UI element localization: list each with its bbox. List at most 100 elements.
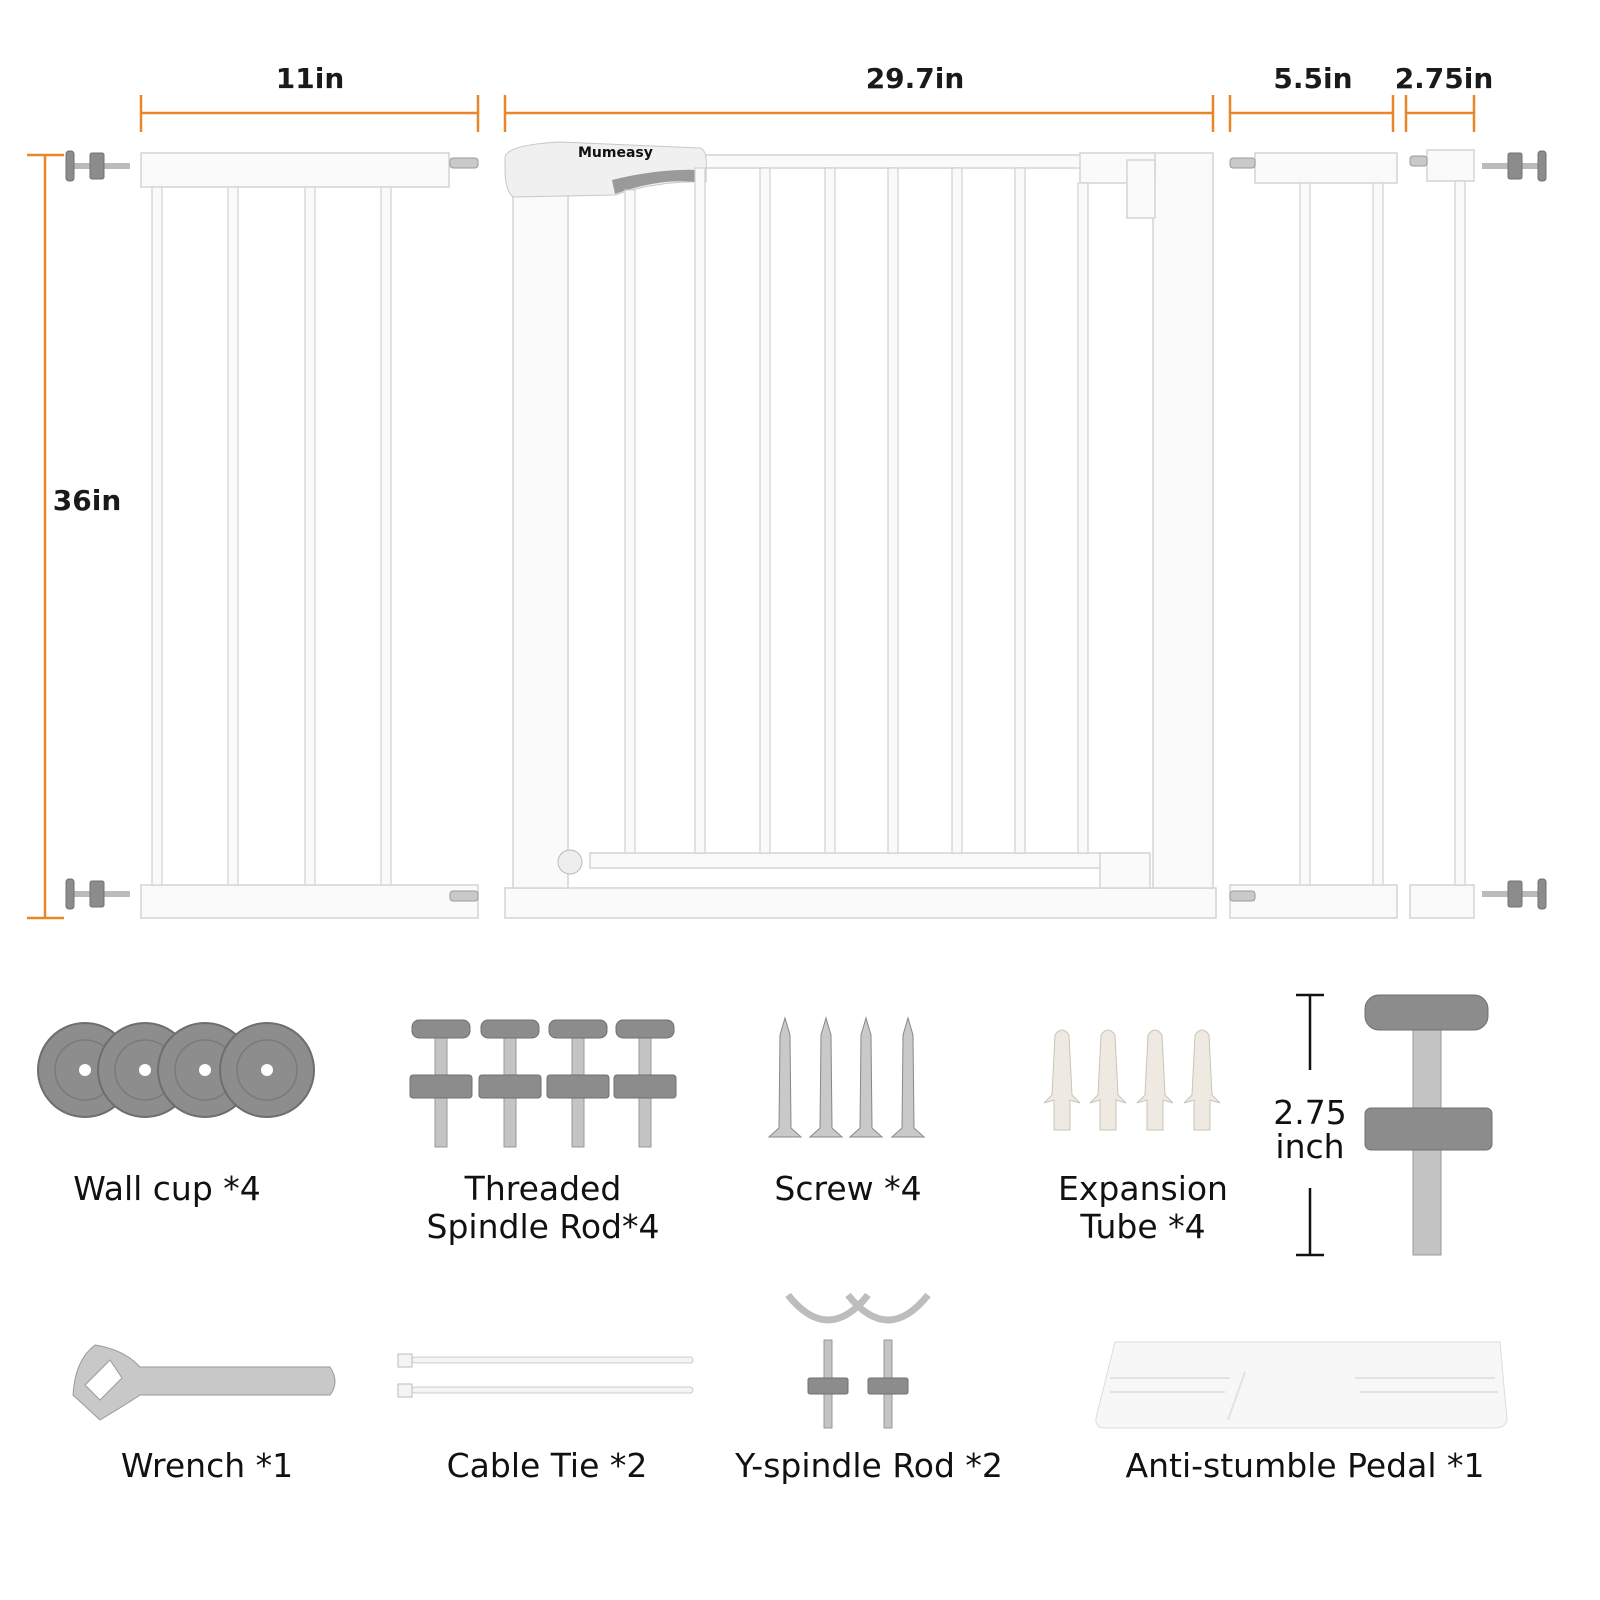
screw-icon	[890, 1016, 926, 1138]
gate-bar	[304, 186, 316, 886]
wall-cup-hole	[139, 1064, 151, 1076]
main-gate: Mumeasy	[504, 141, 1217, 919]
rod-nut	[613, 1074, 677, 1099]
gate-left-post	[512, 189, 569, 889]
extension-pin	[449, 890, 479, 902]
extension-bottom-bar	[1229, 884, 1398, 919]
y-rod-nut	[867, 1377, 909, 1395]
bolt-nut	[1507, 152, 1523, 180]
rod-cap	[615, 1019, 675, 1039]
label-expansion-1: Expansion	[1058, 1169, 1228, 1208]
gate-bar	[151, 186, 163, 886]
gate-bar	[759, 167, 771, 854]
bolt-cap	[65, 878, 75, 910]
rod-nut	[546, 1074, 610, 1099]
wrench-icon	[72, 1344, 336, 1421]
dim-label-29-7in: 29.7in	[866, 62, 965, 95]
label-threaded-rod-2: Spindle Rod*4	[427, 1207, 660, 1246]
gate-bar	[1454, 180, 1466, 886]
cable-tie-head	[397, 1383, 413, 1398]
bolt-dimension-line	[1296, 993, 1324, 1257]
bolt-nut	[89, 880, 105, 908]
bolt-length-unit: inch	[1275, 1127, 1344, 1166]
dim-label-36in: 36in	[53, 484, 122, 517]
gate-bar	[1014, 167, 1026, 854]
extension-top-bar	[140, 152, 450, 188]
expansion-tube-icon	[1043, 1029, 1081, 1131]
label-wall-cup: Wall cup *4	[73, 1169, 261, 1208]
dim-label-11in: 11in	[276, 62, 345, 95]
bolt-nut	[1507, 880, 1523, 908]
extension-bottom-bar	[1409, 884, 1475, 919]
label-y-spindle: Y-spindle Rod *2	[734, 1446, 1003, 1485]
extension-top-bar	[1254, 152, 1398, 184]
label-screw: Screw *4	[774, 1169, 921, 1208]
extension-bottom-bar	[140, 884, 479, 919]
y-spindle-rods	[785, 1292, 931, 1429]
wall-cup-hole	[261, 1064, 273, 1076]
screw-icon	[767, 1016, 803, 1138]
dim-label-5-5in: 5.5in	[1273, 62, 1352, 95]
bolt-cap	[1537, 878, 1547, 910]
label-wrench: Wrench *1	[121, 1446, 293, 1485]
gate-bar	[380, 186, 392, 886]
dim-line-2-75in	[1404, 95, 1476, 132]
wall-bolts	[65, 150, 1547, 910]
gate-bars	[151, 167, 1466, 886]
gate-right-post	[1152, 152, 1214, 889]
dim-label-2-75in: 2.75in	[1395, 62, 1494, 95]
wall-cups	[37, 1022, 315, 1118]
bolt-cap	[1537, 150, 1547, 182]
door-latch-top	[1126, 159, 1156, 219]
part-labels: Wall cup *4 Threaded Spindle Rod*4 Screw…	[73, 1169, 1484, 1485]
extension-pin	[1409, 155, 1428, 167]
expansion-tubes	[1043, 1029, 1221, 1131]
extension-pin	[449, 157, 479, 169]
pedal-texture	[1110, 1371, 1498, 1421]
rod-cap	[411, 1019, 471, 1039]
extension-11in	[140, 152, 479, 919]
gate-bar	[1372, 182, 1384, 886]
door-bottom-rail	[589, 852, 1146, 869]
expansion-tube-icon	[1183, 1029, 1221, 1131]
label-expansion-2: Tube *4	[1079, 1207, 1205, 1246]
screws	[767, 1016, 926, 1138]
gate-bar	[694, 167, 706, 854]
wall-cup-hole	[199, 1064, 211, 1076]
label-cable-tie: Cable Tie *2	[447, 1446, 648, 1485]
expansion-tube-icon	[1136, 1029, 1174, 1131]
wall-cup-hole	[79, 1064, 91, 1076]
rod-nut	[478, 1074, 542, 1099]
dimension-lines: 11in 29.7in 5.5in 2.75in 36in	[27, 62, 1494, 920]
bolt-nut	[1364, 1107, 1493, 1151]
gate-bar	[1077, 182, 1089, 854]
cable-ties	[397, 1353, 694, 1398]
extension-5-5in	[1229, 152, 1398, 919]
screw-icon	[808, 1016, 844, 1138]
bolt-cap	[65, 150, 75, 182]
y-rod-nut	[807, 1377, 849, 1395]
anti-stumble-pedal	[1095, 1341, 1508, 1429]
cable-tie-head	[397, 1353, 413, 1368]
gate-bar	[887, 167, 899, 854]
dim-line-36in	[27, 153, 64, 920]
bolt-cap	[1364, 994, 1489, 1031]
label-threaded-rod-1: Threaded	[464, 1169, 622, 1208]
dim-line-5-5in	[1228, 95, 1395, 132]
dim-line-29-7in	[503, 95, 1215, 132]
gate-base	[504, 887, 1217, 919]
door-top-rail	[699, 154, 1086, 169]
rod-cap	[548, 1019, 608, 1039]
gate-bar	[624, 189, 636, 854]
label-pedal: Anti-stumble Pedal *1	[1126, 1446, 1485, 1485]
extension-top-bar	[1426, 149, 1475, 182]
rod-cap	[480, 1019, 540, 1039]
cable-tie	[411, 1386, 694, 1394]
brand-logo: Mumeasy	[578, 145, 653, 161]
threaded-rods	[409, 1019, 677, 1148]
y-rod-fork	[845, 1292, 931, 1324]
bolt-length-value: 2.75	[1273, 1093, 1346, 1132]
bolt-nut	[89, 152, 105, 180]
wall-cup-ring	[236, 1039, 298, 1101]
